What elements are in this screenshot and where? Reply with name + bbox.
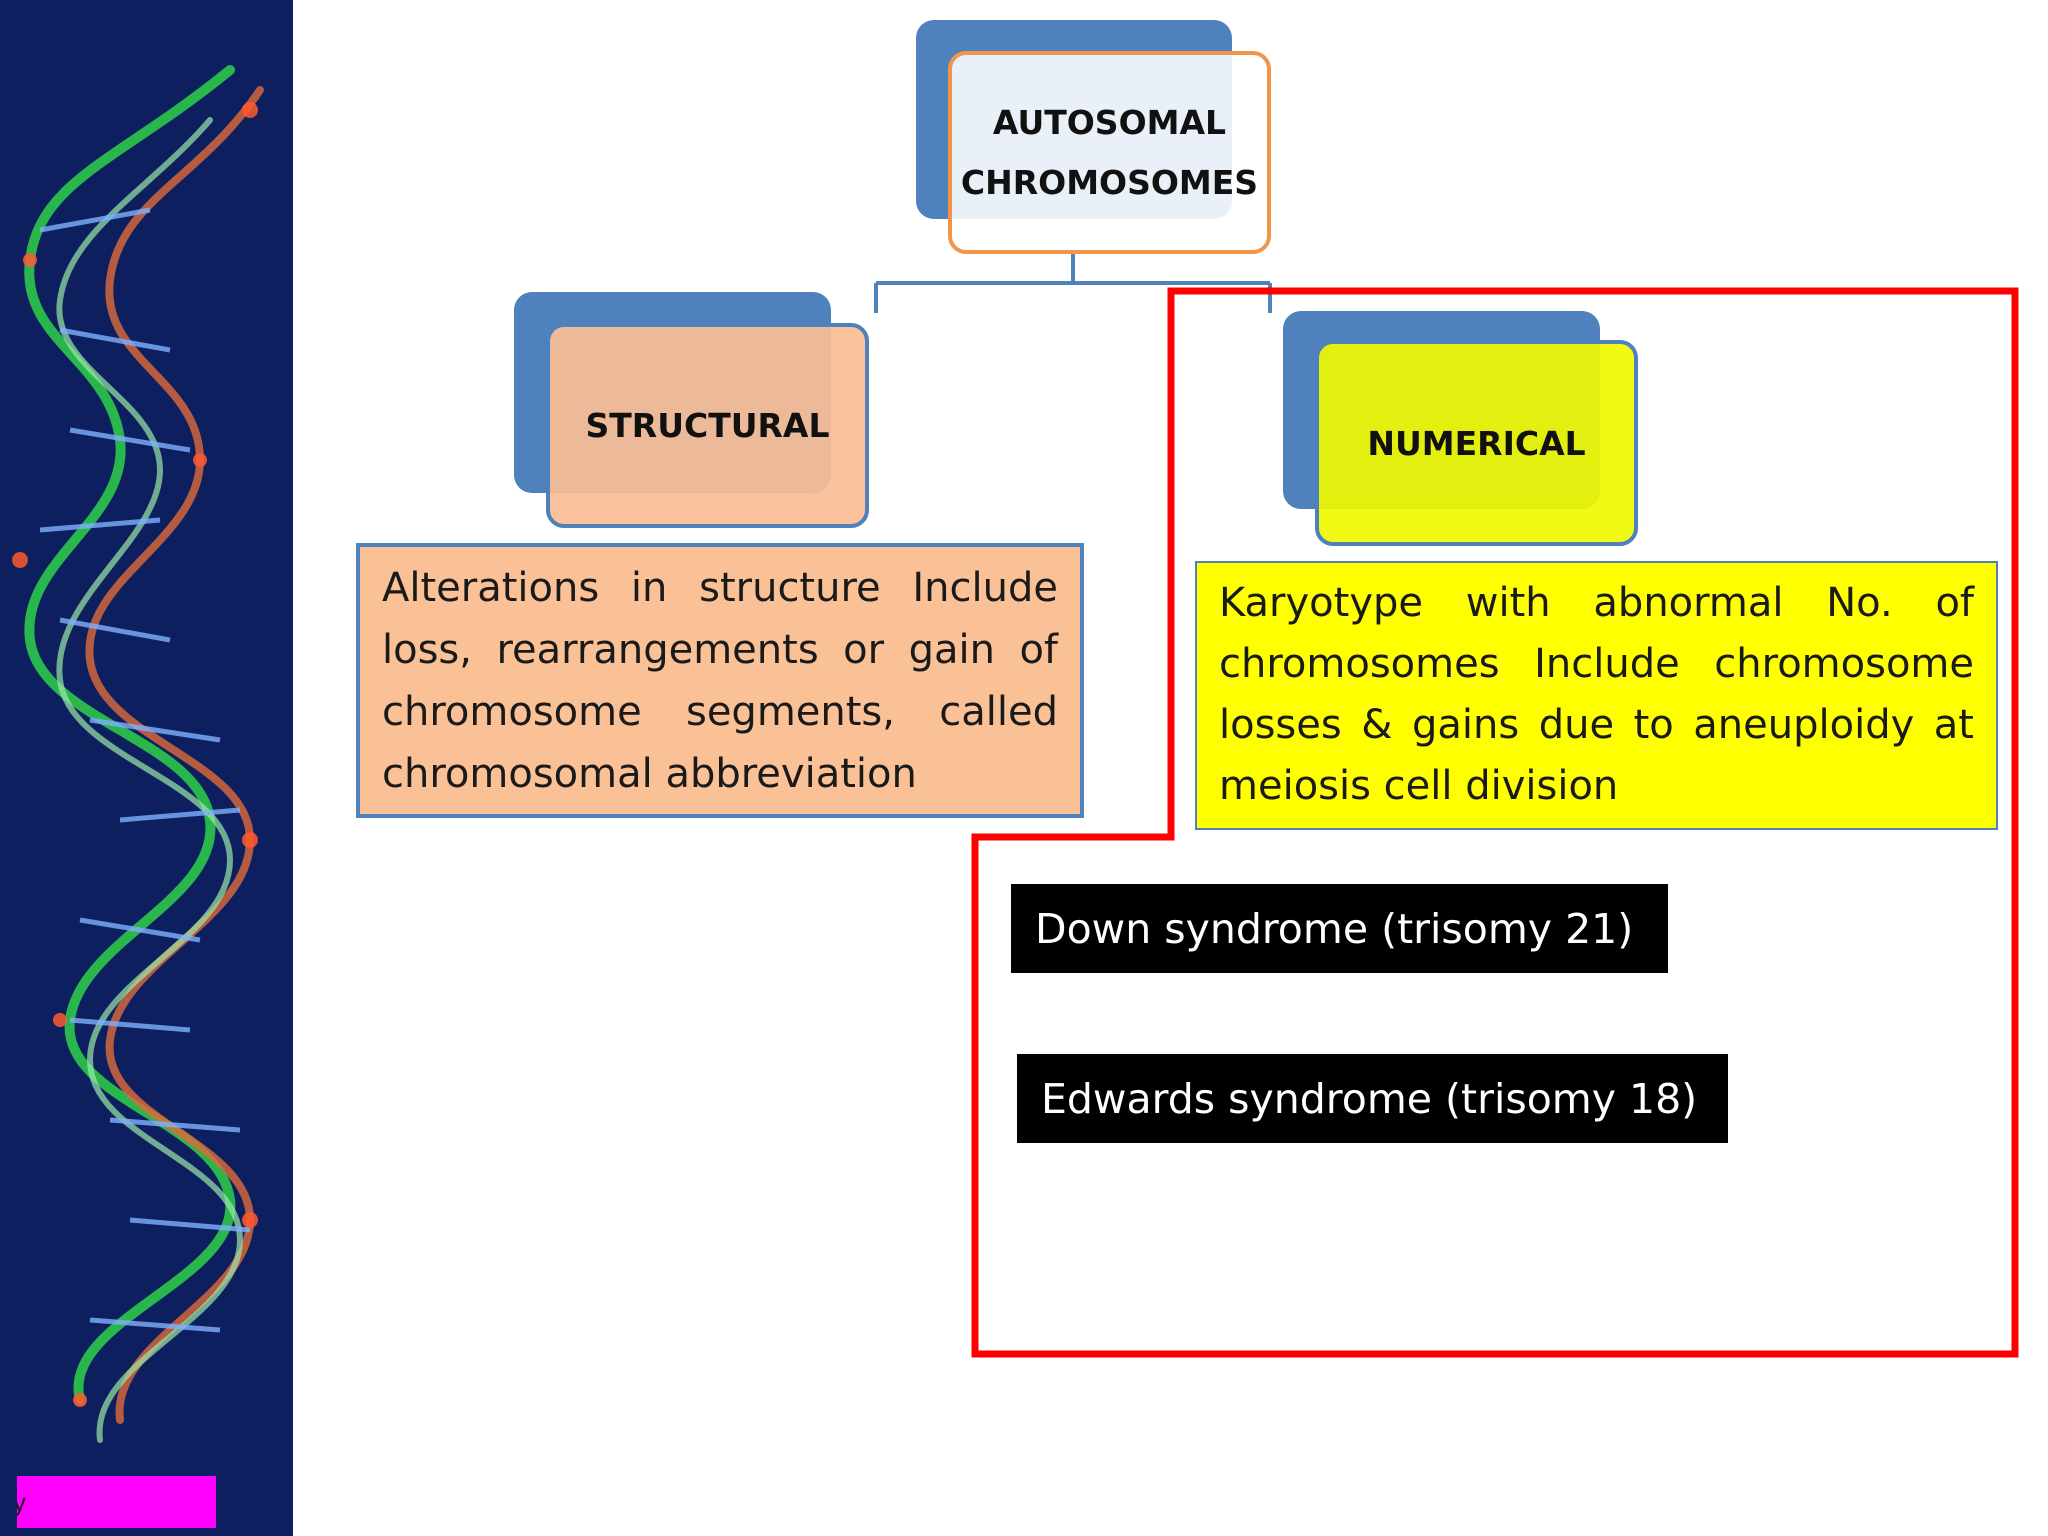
dna-sidebar: y [0,0,293,1536]
structural-node: STRUCTURAL [546,323,869,528]
numerical-description-box: Karyotype with abnormal No. of chromosom… [1195,561,1998,830]
example-text: Edwards syndrome (trisomy 18) [1041,1074,1698,1123]
example-text: Down syndrome (trisomy 21) [1035,904,1634,953]
root-title-line2: CHROMOSOMES [960,162,1259,202]
example-edwards-syndrome: Edwards syndrome (trisomy 18) [1017,1054,1728,1143]
numerical-node: NUMERICAL [1315,340,1638,546]
structural-description-text: Alterations in structure Include loss, r… [382,565,1058,797]
dna-helix-image [12,65,264,1443]
root-title-line1: AUTOSOMAL [992,102,1227,142]
example-down-syndrome: Down syndrome (trisomy 21) [1011,884,1668,973]
structural-description-box: Alterations in structure Include loss, r… [356,543,1084,818]
autosomal-chromosomes-node: AUTOSOMAL CHROMOSOMES [948,51,1271,254]
structural-title: STRUCTURAL [585,406,830,445]
footer-label: y [17,1476,216,1528]
numerical-description-text: Karyotype with abnormal No. of chromosom… [1219,580,1974,809]
numerical-title: NUMERICAL [1367,423,1586,463]
